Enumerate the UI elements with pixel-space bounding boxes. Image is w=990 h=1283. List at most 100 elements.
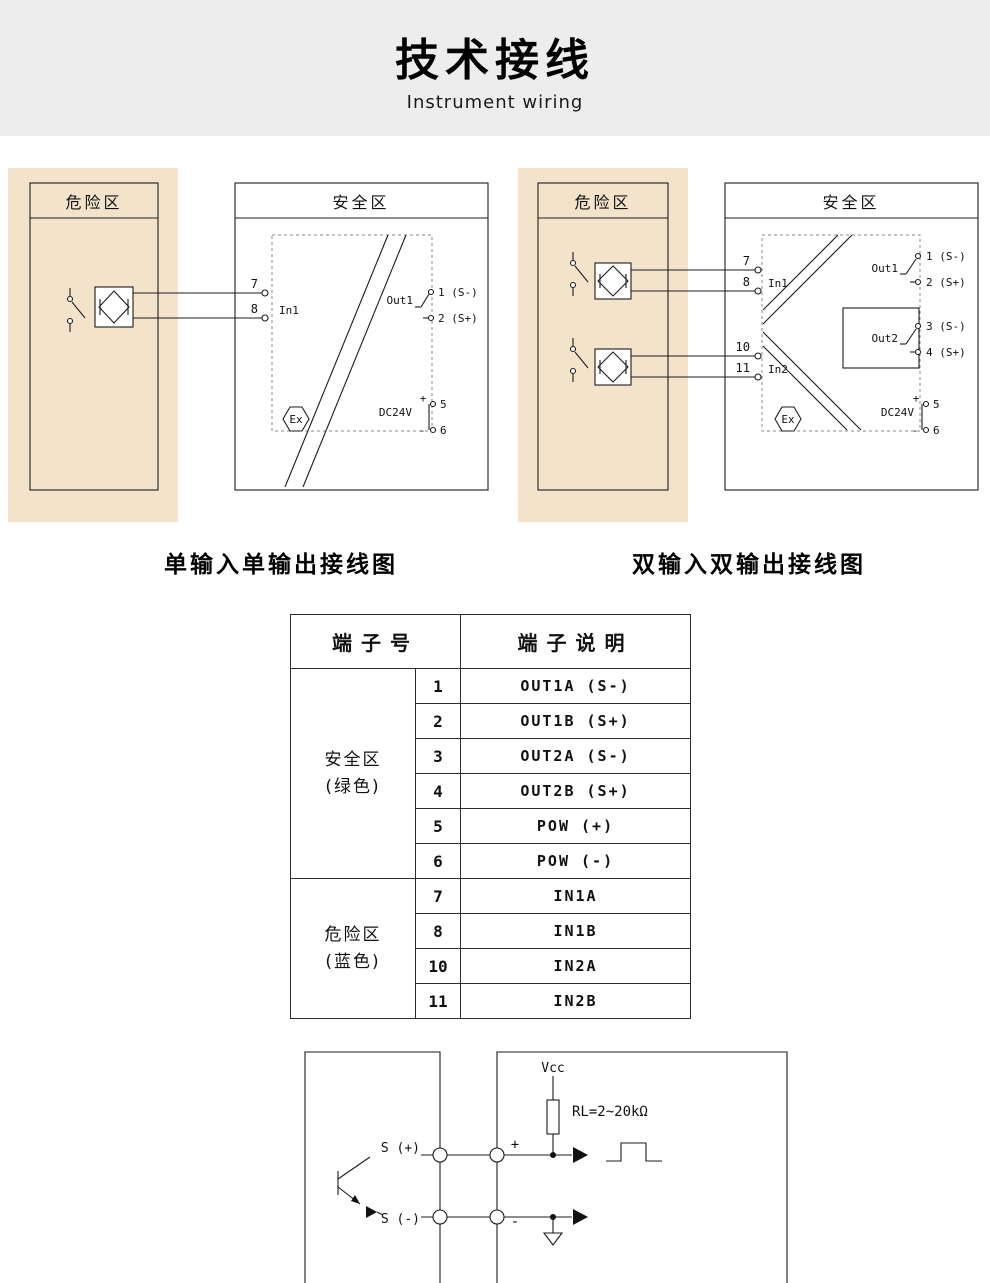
terminal-no-cell: 1: [415, 668, 461, 704]
dc24v-label: DC24V: [881, 406, 914, 419]
out1-terminal1-label: 1 (S-): [438, 286, 478, 299]
out1-contact: [415, 288, 435, 322]
proximity-sensor-icon: [94, 286, 134, 328]
out2-contact: [900, 322, 922, 356]
left-diagram-caption: 单输入单输出接线图: [164, 552, 398, 578]
power-minus-label: -: [419, 424, 426, 437]
terminal-5-label: 5: [933, 398, 940, 411]
right-diagram-caption: 双输入双输出接线图: [632, 552, 866, 578]
terminal-desc-cell: OUT1A (S-): [460, 668, 691, 704]
table-row: 4 OUT2B (S+): [291, 773, 691, 809]
transistor-icon: [337, 1156, 384, 1218]
out1-label: Out1: [872, 262, 899, 275]
isolator-side-box: [496, 1051, 788, 1283]
power-terminals: [921, 400, 930, 434]
power-plus-label: +: [913, 392, 920, 405]
input2-wires: [631, 352, 762, 381]
terminal-7-label: 7: [251, 277, 258, 291]
out1-contact: [900, 252, 922, 286]
page-title: 技术接线: [395, 35, 595, 86]
isolator-module-outline: [761, 234, 921, 432]
terminal-no-cell: 6: [415, 843, 461, 879]
input1-wires: [631, 266, 762, 295]
out1-terminal2-label: 2 (S+): [926, 276, 966, 289]
table-row: 11 IN2B: [291, 983, 691, 1019]
terminal-desc-cell: POW (+): [460, 808, 691, 844]
terminal-5-label: 5: [440, 398, 447, 411]
table-row: 6 POW (-): [291, 843, 691, 879]
isolator-module-outline: [271, 234, 433, 432]
terminal-6-label: 6: [440, 424, 447, 437]
safe-zone-label: 安全区: [332, 193, 389, 212]
switch-icon-2: [569, 338, 589, 382]
terminal-no-cell: 10: [415, 948, 461, 984]
terminal-table: 端子号 端子说明 安全区 (绿色) 1 OUT1A (S-) 2 OUT1B (…: [290, 614, 691, 1019]
terminal-desc-cell: POW (-): [460, 843, 691, 879]
out1-terminal1-label: 1 (S-): [926, 250, 966, 263]
terminal-desc-cell: IN1A: [460, 878, 691, 914]
isolation-barrier-lines: [762, 234, 862, 431]
out1-label: Out1: [387, 294, 414, 307]
s-minus-label: S (-): [381, 1212, 420, 1227]
terminal-desc-cell: OUT2B (S+): [460, 773, 691, 809]
proximity-sensor-icon-2: [594, 348, 632, 386]
terminal-no-cell: 7: [415, 878, 461, 914]
plus-label: +: [511, 1137, 519, 1153]
table-row: 安全区 (绿色) 1 OUT1A (S-): [290, 668, 691, 879]
page-header: 技术接线 Instrument wiring: [0, 0, 990, 136]
page-subtitle: Instrument wiring: [406, 92, 584, 113]
ex-certification-icon: [774, 406, 802, 432]
output-arrow-plus-icon: [573, 1147, 588, 1163]
vcc-label: Vcc: [541, 1061, 564, 1076]
zone-color: (绿色): [325, 776, 381, 797]
input-wires: [133, 289, 269, 322]
terminal-no-cell: 2: [415, 703, 461, 739]
table-row: 危险区 (蓝色) 7 IN1A: [290, 878, 691, 1019]
dual-io-wiring-diagram: 危险区 安全区 7 8 In1: [518, 168, 979, 522]
terminal-no-cell: 5: [415, 808, 461, 844]
isolation-barrier-lines: [284, 234, 407, 488]
zone-cell-safe: 安全区 (绿色): [290, 668, 416, 879]
hazard-zone-box: [537, 182, 669, 491]
terminal-no-cell: 3: [415, 738, 461, 774]
field-device-box: [304, 1051, 441, 1283]
zone-name: 危险区: [324, 925, 382, 946]
power-plus-label: +: [420, 392, 427, 405]
proximity-sensor-icon-1: [594, 262, 632, 300]
zone-cell-hazard: 危险区 (蓝色): [290, 878, 416, 1019]
safe-zone-box: [234, 182, 489, 491]
zone-color: (蓝色): [325, 951, 381, 972]
table-row: 5 POW (+): [291, 808, 691, 844]
ex-label: Ex: [289, 413, 303, 426]
switch-icon: [66, 288, 86, 332]
table-row: 3 OUT2A (S-): [291, 738, 691, 774]
terminal-desc-cell: OUT1B (S+): [460, 703, 691, 739]
switch-icon-1: [569, 252, 589, 296]
out2-module-box: [842, 307, 920, 369]
hazard-zone-label: 危险区: [65, 193, 122, 212]
safe-zone-box: [724, 182, 979, 491]
table-row: 2 OUT1B (S+): [291, 703, 691, 739]
ground-icon: [542, 1214, 564, 1246]
terminal-no-cell: 11: [415, 983, 461, 1019]
pullup-resistor: [546, 1076, 560, 1158]
terminal-8-label: 8: [251, 302, 258, 316]
terminal-desc-cell: IN1B: [460, 913, 691, 949]
terminal-7-label: 7: [743, 254, 750, 268]
terminal-wires: [421, 1147, 572, 1225]
hazard-zone-panel: [8, 168, 178, 522]
in1-label: In1: [768, 277, 788, 290]
hazard-zone-label: 危险区: [574, 193, 631, 212]
col-header-terminal-desc: 端子说明: [460, 614, 691, 669]
minus-label: -: [511, 1214, 519, 1230]
hazard-zone-panel: [518, 168, 688, 522]
single-io-wiring-diagram: 危险区 安全区 7 8 In1: [8, 168, 489, 522]
terminal-desc-cell: IN2B: [460, 983, 691, 1019]
ex-certification-icon: [282, 406, 310, 432]
output-circuit-diagram: S (+) S (-) + - Vcc RL=2~20kΩ: [304, 1051, 788, 1283]
table-header-row: 端子号 端子说明: [290, 614, 691, 669]
load-resistor-label: RL=2~20kΩ: [572, 1104, 648, 1120]
terminal-10-label: 10: [736, 340, 750, 354]
s-plus-label: S (+): [381, 1141, 420, 1156]
